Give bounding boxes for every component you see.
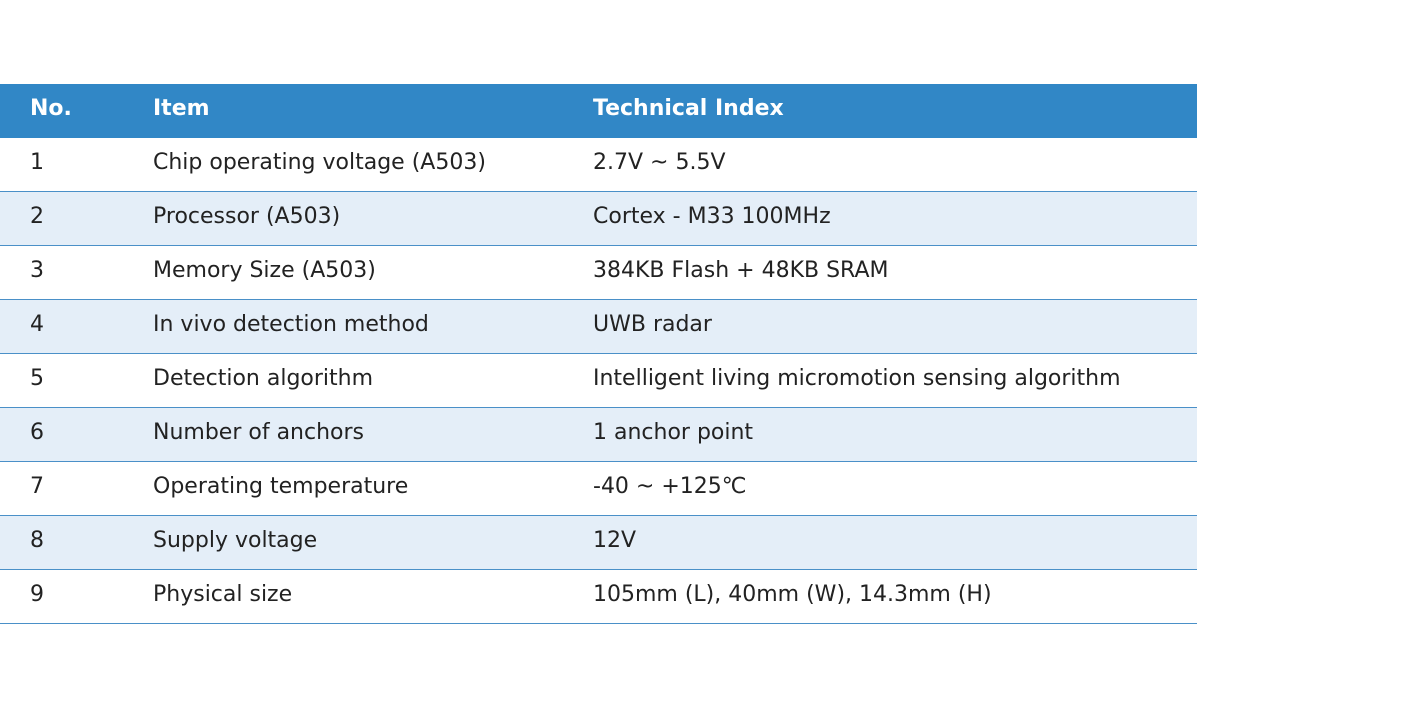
spec-table: No. Item Technical Index 1 Chip operatin… [0, 84, 1197, 624]
row-item: Operating temperature [153, 474, 409, 499]
header-technical-index: Technical Index [593, 96, 784, 121]
row-technical-index: 105mm (L), 40mm (W), 14.3mm (H) [593, 582, 992, 607]
row-item: Number of anchors [153, 420, 364, 445]
row-item: Chip operating voltage (A503) [153, 150, 486, 175]
table-header-row: No. Item Technical Index [0, 84, 1197, 138]
row-technical-index: Cortex - M33 100MHz [593, 204, 831, 229]
row-no: 5 [30, 366, 44, 391]
row-no: 3 [30, 258, 44, 283]
row-no: 2 [30, 204, 44, 229]
table-row: 6 Number of anchors 1 anchor point [0, 408, 1197, 462]
row-no: 7 [30, 474, 44, 499]
table-row: 1 Chip operating voltage (A503) 2.7V ~ 5… [0, 138, 1197, 192]
row-item: Physical size [153, 582, 293, 607]
table-row: 2 Processor (A503) Cortex - M33 100MHz [0, 192, 1197, 246]
table-row: 5 Detection algorithm Intelligent living… [0, 354, 1197, 408]
row-technical-index: 384KB Flash + 48KB SRAM [593, 258, 889, 283]
table-row: 9 Physical size 105mm (L), 40mm (W), 14.… [0, 570, 1197, 624]
table-row: 3 Memory Size (A503) 384KB Flash + 48KB … [0, 246, 1197, 300]
row-technical-index: 2.7V ~ 5.5V [593, 150, 726, 175]
header-item: Item [153, 96, 210, 121]
row-no: 6 [30, 420, 44, 445]
row-item: Processor (A503) [153, 204, 341, 229]
row-item: In vivo detection method [153, 312, 429, 337]
row-no: 4 [30, 312, 44, 337]
row-item: Supply voltage [153, 528, 318, 553]
table-row: 7 Operating temperature -40 ~ +125℃ [0, 462, 1197, 516]
row-no: 9 [30, 582, 44, 607]
row-item: Memory Size (A503) [153, 258, 376, 283]
table-row: 4 In vivo detection method UWB radar [0, 300, 1197, 354]
header-no: No. [30, 96, 72, 121]
row-technical-index: Intelligent living micromotion sensing a… [593, 366, 1121, 391]
row-technical-index: UWB radar [593, 312, 712, 337]
table-row: 8 Supply voltage 12V [0, 516, 1197, 570]
row-technical-index: 1 anchor point [593, 420, 754, 445]
row-no: 1 [30, 150, 44, 175]
row-no: 8 [30, 528, 44, 553]
row-technical-index: -40 ~ +125℃ [593, 474, 747, 499]
row-item: Detection algorithm [153, 366, 374, 391]
row-technical-index: 12V [593, 528, 637, 553]
